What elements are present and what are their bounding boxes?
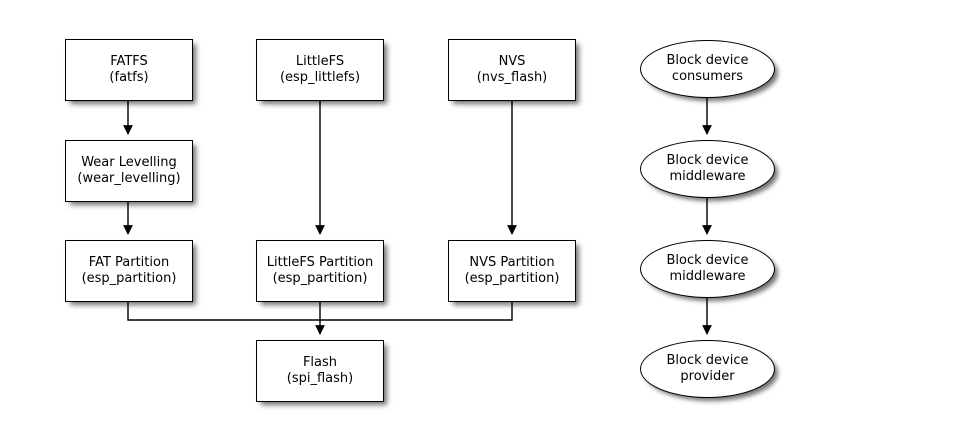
node-littlefs: LittleFS (esp_littlefs) (256, 39, 384, 101)
node-fat-partition-line1: FAT Partition (88, 255, 170, 270)
node-fatfs-line2: (fatfs) (109, 70, 149, 85)
edge-fat-partition-to-flash (127, 302, 320, 321)
node-flash-line1: Flash (302, 355, 338, 370)
node-nvs-partition-line2: (esp_partition) (464, 271, 560, 286)
node-bd-provider-line1: Block device (666, 353, 749, 368)
node-bd-consumers: Block device consumers (640, 40, 775, 98)
node-bd-provider: Block device provider (640, 340, 775, 398)
node-bd-consumers-line2: consumers (671, 69, 744, 84)
node-littlefs-line1: LittleFS (295, 54, 345, 69)
node-littlefs-line2: (esp_littlefs) (279, 70, 361, 85)
node-littlefs-partition: LittleFS Partition (esp_partition) (256, 240, 384, 302)
node-flash-line2: (spi_flash) (286, 371, 354, 386)
node-littlefs-partition-line2: (esp_partition) (272, 271, 368, 286)
node-bd-provider-line2: provider (680, 369, 735, 384)
node-flash: Flash (spi_flash) (256, 340, 384, 402)
node-wear-levelling-line2: (wear_levelling) (77, 171, 181, 186)
node-bd-middleware-2-line2: middleware (669, 269, 746, 284)
node-fat-partition-line2: (esp_partition) (81, 271, 177, 286)
node-nvs-line2: (nvs_flash) (476, 70, 548, 85)
node-fatfs: FATFS (fatfs) (65, 39, 193, 101)
node-bd-middleware-1-line1: Block device (666, 153, 749, 168)
node-bd-middleware-1-line2: middleware (669, 169, 746, 184)
node-bd-consumers-line1: Block device (666, 53, 749, 68)
node-wear-levelling: Wear Levelling (wear_levelling) (65, 140, 193, 202)
node-fat-partition: FAT Partition (esp_partition) (65, 240, 193, 302)
node-bd-middleware-2: Block device middleware (640, 240, 775, 298)
node-wear-levelling-line1: Wear Levelling (81, 155, 177, 170)
node-nvs: NVS (nvs_flash) (448, 39, 576, 101)
node-fatfs-line1: FATFS (110, 54, 148, 69)
node-nvs-partition-line1: NVS Partition (469, 255, 555, 270)
edge-nvs-partition-to-flash (320, 302, 513, 321)
node-nvs-line1: NVS (498, 54, 526, 69)
node-bd-middleware-2-line1: Block device (666, 253, 749, 268)
node-nvs-partition: NVS Partition (esp_partition) (448, 240, 576, 302)
node-littlefs-partition-line1: LittleFS Partition (266, 255, 374, 270)
node-bd-middleware-1: Block device middleware (640, 140, 775, 198)
